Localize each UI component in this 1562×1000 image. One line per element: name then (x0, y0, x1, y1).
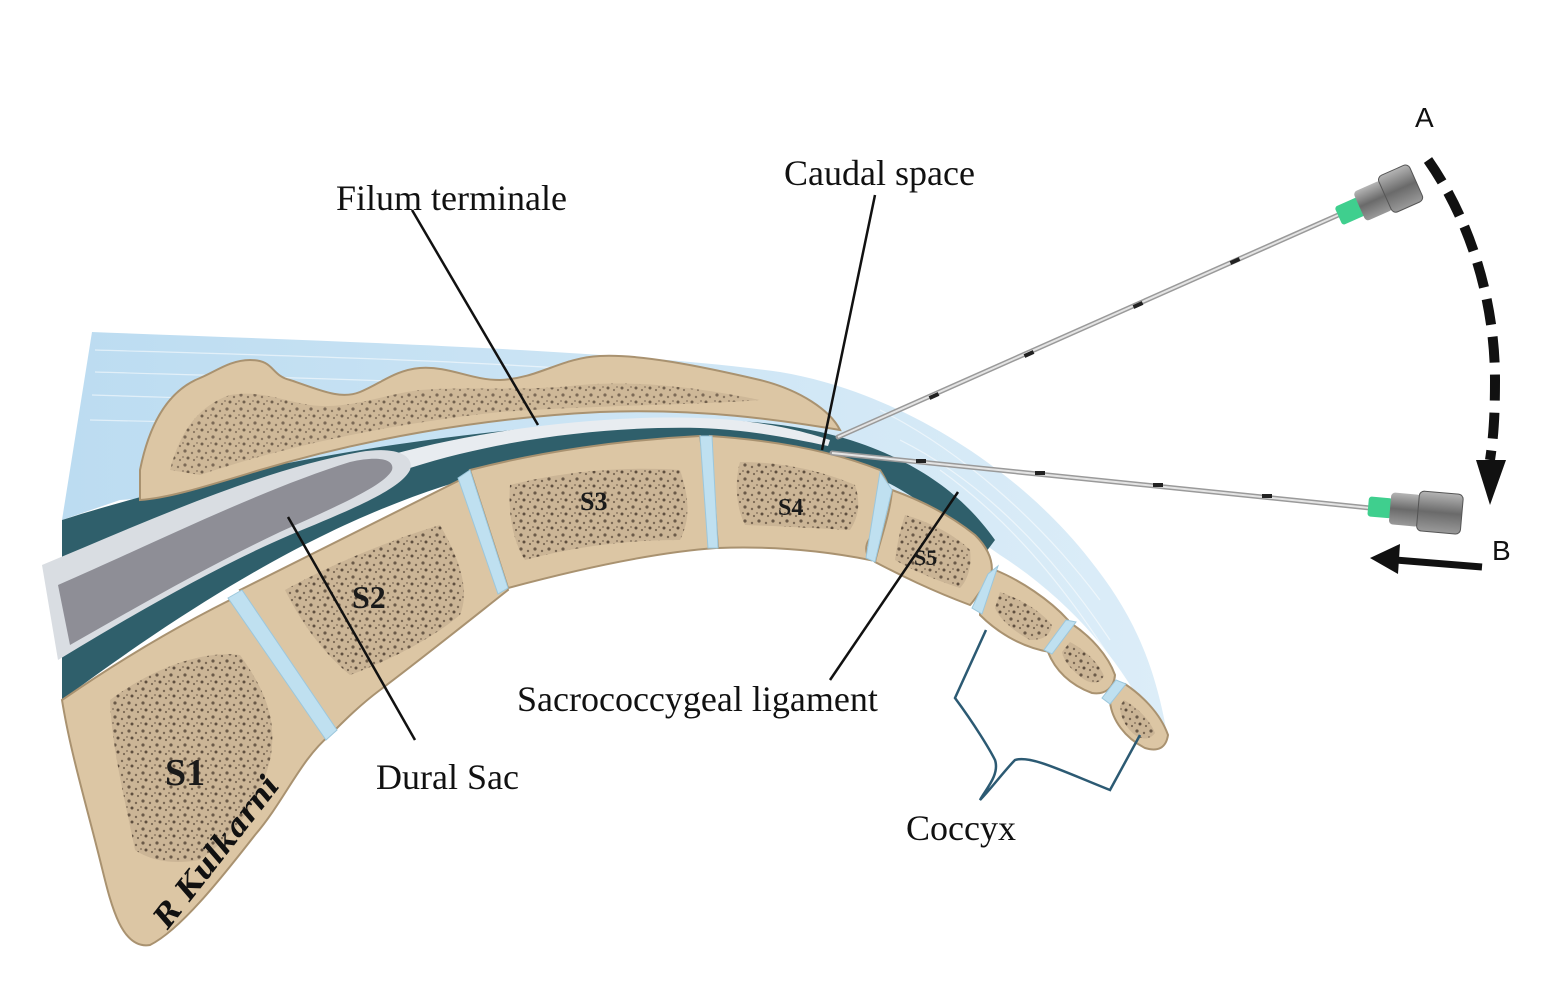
label-filum-terminale: Filum terminale (336, 178, 567, 218)
label-dural-sac: Dural Sac (376, 757, 519, 797)
vertebra-label-s3: S3 (580, 487, 607, 516)
disc-s5-co1 (971, 564, 1000, 615)
coccyx-segment-2-cancellous (1062, 642, 1104, 683)
disc-co1-co2 (1043, 619, 1077, 655)
label-caudal-space: Caudal space (784, 153, 975, 193)
label-sacrococcygeal-ligament: Sacrococcygeal ligament (517, 679, 878, 719)
dural-sac-leader (286, 516, 417, 741)
caudal-space-leader (820, 194, 877, 451)
s5-cancellous (895, 515, 971, 588)
s4-cancellous (736, 462, 859, 530)
needle-a-hub (1335, 164, 1424, 225)
label-coccyx: Coccyx (906, 808, 1016, 848)
leader-lines (286, 194, 960, 741)
coccyx-segment-3-cancellous (1120, 700, 1155, 739)
coccyx-segment-1-cancellous (995, 592, 1052, 640)
s3-cancellous (509, 468, 688, 560)
vertebra-label-s2: S2 (352, 579, 386, 615)
disc-s1-s2 (227, 589, 338, 741)
needle-a (835, 164, 1424, 440)
label-position-b: B (1492, 535, 1511, 566)
disc-co2-co3 (1101, 679, 1127, 705)
disc-s3-s4 (699, 435, 719, 549)
label-position-a: A (1415, 102, 1434, 133)
angle-arc-arrow (1423, 157, 1501, 461)
vertebra-label-s1: S1 (165, 752, 205, 794)
vertebra-label-s4: S4 (778, 495, 803, 521)
disc-s4-s5 (865, 470, 893, 563)
needle-b (829, 450, 1464, 535)
filum-terminale-leader (410, 209, 540, 426)
disc-s2-s3 (457, 469, 509, 595)
s1-cancellous (110, 654, 273, 862)
dural-sac (58, 458, 393, 645)
vertebra-label-s5: S5 (914, 545, 937, 570)
needle-b-hub (1367, 490, 1464, 535)
coccyx-bracket (953, 629, 1142, 801)
sacrococcygeal-ligament-leader (828, 491, 960, 681)
s2-cancellous (285, 525, 464, 675)
angle-arc-arrowhead (1476, 460, 1506, 505)
withdraw-arrow (1370, 544, 1483, 574)
dorsal-lamina-cancellous (170, 383, 760, 475)
filum-terminale-structure (390, 417, 830, 468)
